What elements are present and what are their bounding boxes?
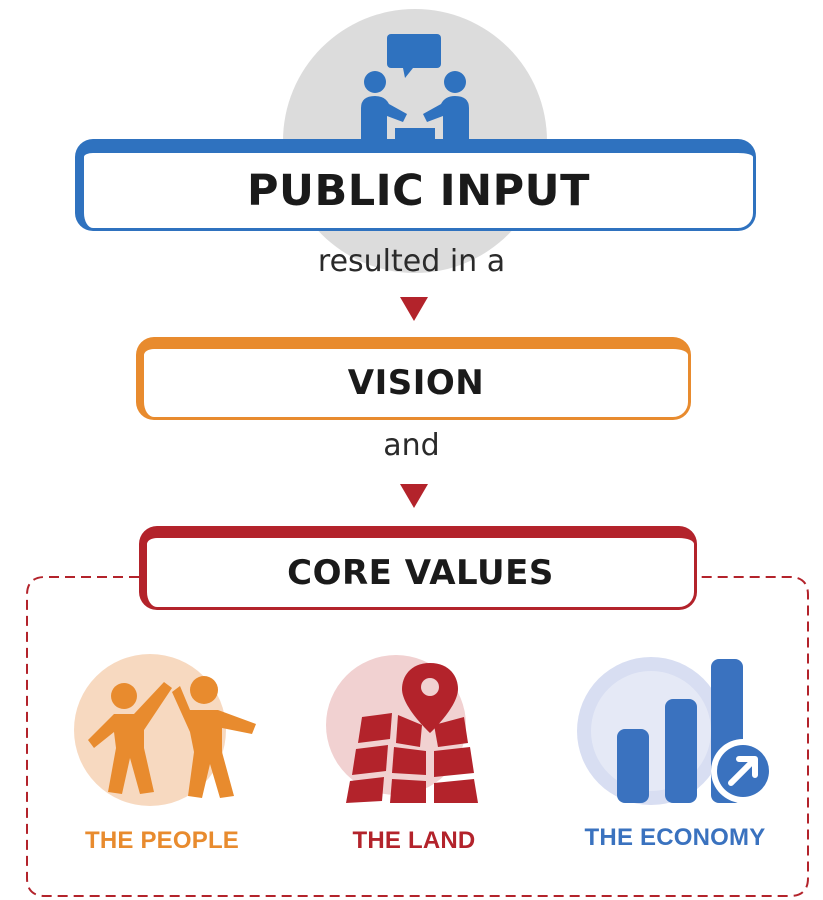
value-label-economy: THE ECONOMY (584, 824, 766, 851)
public-input-box: PUBLIC INPUT (75, 139, 756, 231)
public-input-title: PUBLIC INPUT (247, 165, 590, 216)
arrow-down-icon (400, 484, 428, 508)
value-label-land: THE LAND (352, 827, 476, 854)
connector-text-resulted: resulted in a (317, 244, 506, 279)
core-values-box: CORE VALUES (139, 526, 697, 610)
vision-box: VISION (136, 337, 691, 420)
core-values-title: CORE VALUES (287, 552, 554, 593)
bar-chart-icon (577, 657, 775, 805)
meeting-icon (361, 34, 469, 142)
map-pin-icon (326, 655, 478, 803)
connector-text-and: and (383, 428, 440, 463)
value-label-people: THE PEOPLE (84, 827, 240, 854)
people-icon (74, 654, 256, 806)
vision-title: VISION (347, 363, 485, 403)
arrow-down-icon (400, 297, 428, 321)
